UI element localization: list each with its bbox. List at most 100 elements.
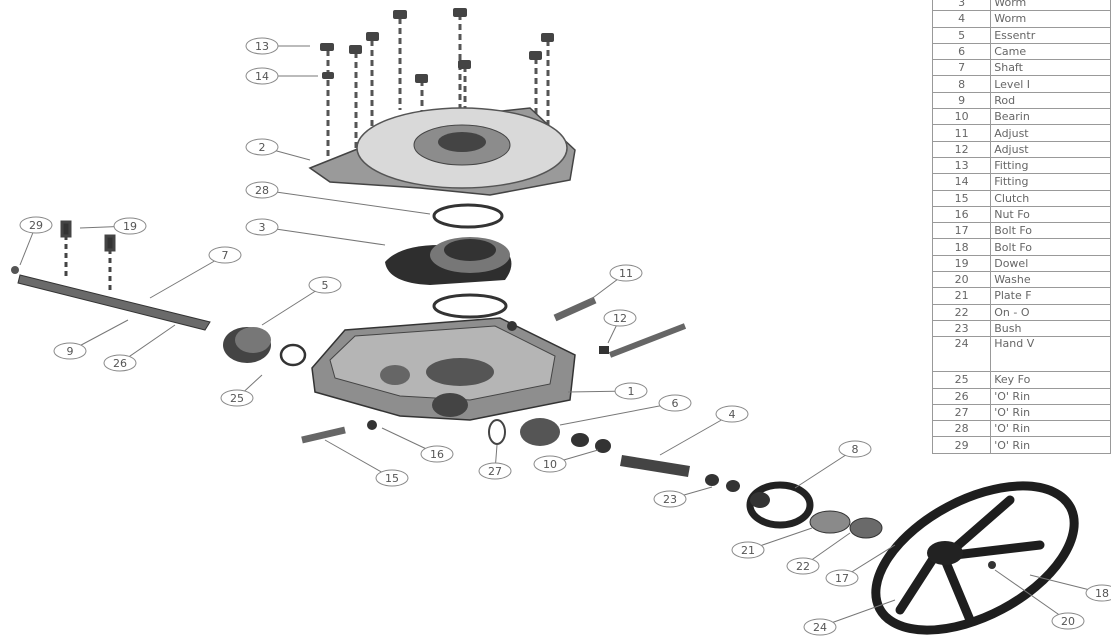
- part-number: 20: [931, 271, 992, 289]
- callout-bubble: [113, 217, 147, 235]
- part-description: Bearin: [990, 108, 1111, 126]
- leader-line: [149, 254, 226, 299]
- callout-number: 17: [835, 572, 849, 585]
- callout-bubble: [533, 455, 567, 473]
- gearbox-housing: [311, 317, 576, 421]
- part-description: Dowel: [990, 254, 1111, 273]
- callout-number: 11: [619, 267, 633, 280]
- part-description: Essentr: [990, 26, 1111, 44]
- callout-number: 4: [729, 408, 736, 421]
- callout-bubble: [245, 67, 279, 85]
- callout-20: 20: [994, 569, 1085, 630]
- part-description: Adjust: [990, 124, 1111, 142]
- part-number: 24: [931, 336, 992, 373]
- part-number: 25: [931, 371, 992, 389]
- parts-table-row: 28'O' Rin: [931, 420, 1111, 438]
- part-description: Hand V: [990, 336, 1111, 373]
- callout-number: 18: [1095, 587, 1109, 600]
- part-number: 23: [931, 319, 992, 338]
- callout-12: 12: [603, 309, 637, 344]
- part-number: 27: [931, 403, 992, 422]
- callout-number: 2: [259, 141, 266, 154]
- callout-6: 6: [559, 394, 692, 426]
- part-number: 29: [931, 436, 992, 454]
- callout-number: 10: [543, 458, 557, 471]
- part-description: Level I: [990, 75, 1111, 93]
- parts-table-row: 29'O' Rin: [931, 436, 1111, 454]
- callout-bubble: [803, 618, 837, 636]
- callout-7: 7: [149, 246, 242, 299]
- callout-23: 23: [653, 486, 713, 508]
- part-description: On - O: [990, 303, 1111, 321]
- callout-bubble: [245, 181, 279, 199]
- part-description: Adjust: [990, 140, 1111, 158]
- part-number: 13: [931, 156, 992, 175]
- part-number: 17: [931, 222, 992, 240]
- callout-bubble: [478, 462, 512, 480]
- callout-13: 13: [245, 37, 310, 55]
- callout-28: 28: [245, 181, 431, 215]
- leader-line: [261, 189, 431, 215]
- callout-number: 29: [29, 219, 43, 232]
- callout-bubble: [19, 216, 53, 234]
- callout-2: 2: [245, 138, 311, 161]
- part-number: 6: [931, 42, 992, 61]
- lever-handle: [746, 481, 814, 529]
- callout-bubble: [245, 218, 279, 236]
- callout-number: 3: [259, 221, 266, 234]
- part-number: 22: [931, 303, 992, 321]
- part-number: 19: [931, 254, 992, 273]
- callout-number: 26: [113, 357, 127, 370]
- adjusting-screws: [507, 296, 687, 358]
- callout-number: 12: [613, 312, 627, 325]
- part-description: Plate F: [990, 287, 1111, 305]
- part-description: Worm: [990, 10, 1111, 28]
- top-plate: [308, 107, 576, 196]
- callout-1: 1: [567, 382, 648, 400]
- part-number: 11: [931, 124, 992, 142]
- part-description: 'O' Rin: [990, 420, 1111, 438]
- callout-number: 19: [123, 220, 137, 233]
- callout-number: 13: [255, 40, 269, 53]
- callout-bubble: [375, 469, 409, 487]
- part-description: Worm: [990, 0, 1111, 12]
- callout-29: 29: [19, 216, 53, 266]
- callout-bubble: [103, 354, 137, 372]
- callout-number: 5: [322, 279, 329, 292]
- parts-table-row: 26'O' Rin: [931, 387, 1111, 405]
- part-number: 14: [931, 173, 992, 191]
- callout-24: 24: [803, 599, 896, 636]
- parts-table-row: 27'O' Rin: [931, 403, 1111, 422]
- part-number: 4: [931, 10, 992, 28]
- callout-bubble: [1085, 584, 1111, 602]
- part-number: 26: [931, 387, 992, 405]
- callout-bubble: [715, 405, 749, 423]
- part-description: Bolt Fo: [990, 238, 1111, 256]
- callout-bubble: [1051, 612, 1085, 630]
- bolt-heads: [320, 8, 554, 83]
- callout-bubble: [838, 440, 872, 458]
- callout-number: 20: [1061, 615, 1075, 628]
- callout-17: 17: [825, 544, 896, 587]
- callout-number: 6: [672, 397, 679, 410]
- callout-bubble: [420, 445, 454, 463]
- leader-line: [261, 284, 326, 326]
- callout-number: 14: [255, 70, 269, 83]
- callout-bubble: [825, 569, 859, 587]
- callout-number: 15: [385, 472, 399, 485]
- part-description: Fitting: [990, 173, 1111, 191]
- part-number: 5: [931, 26, 992, 44]
- part-number: 3: [931, 0, 992, 12]
